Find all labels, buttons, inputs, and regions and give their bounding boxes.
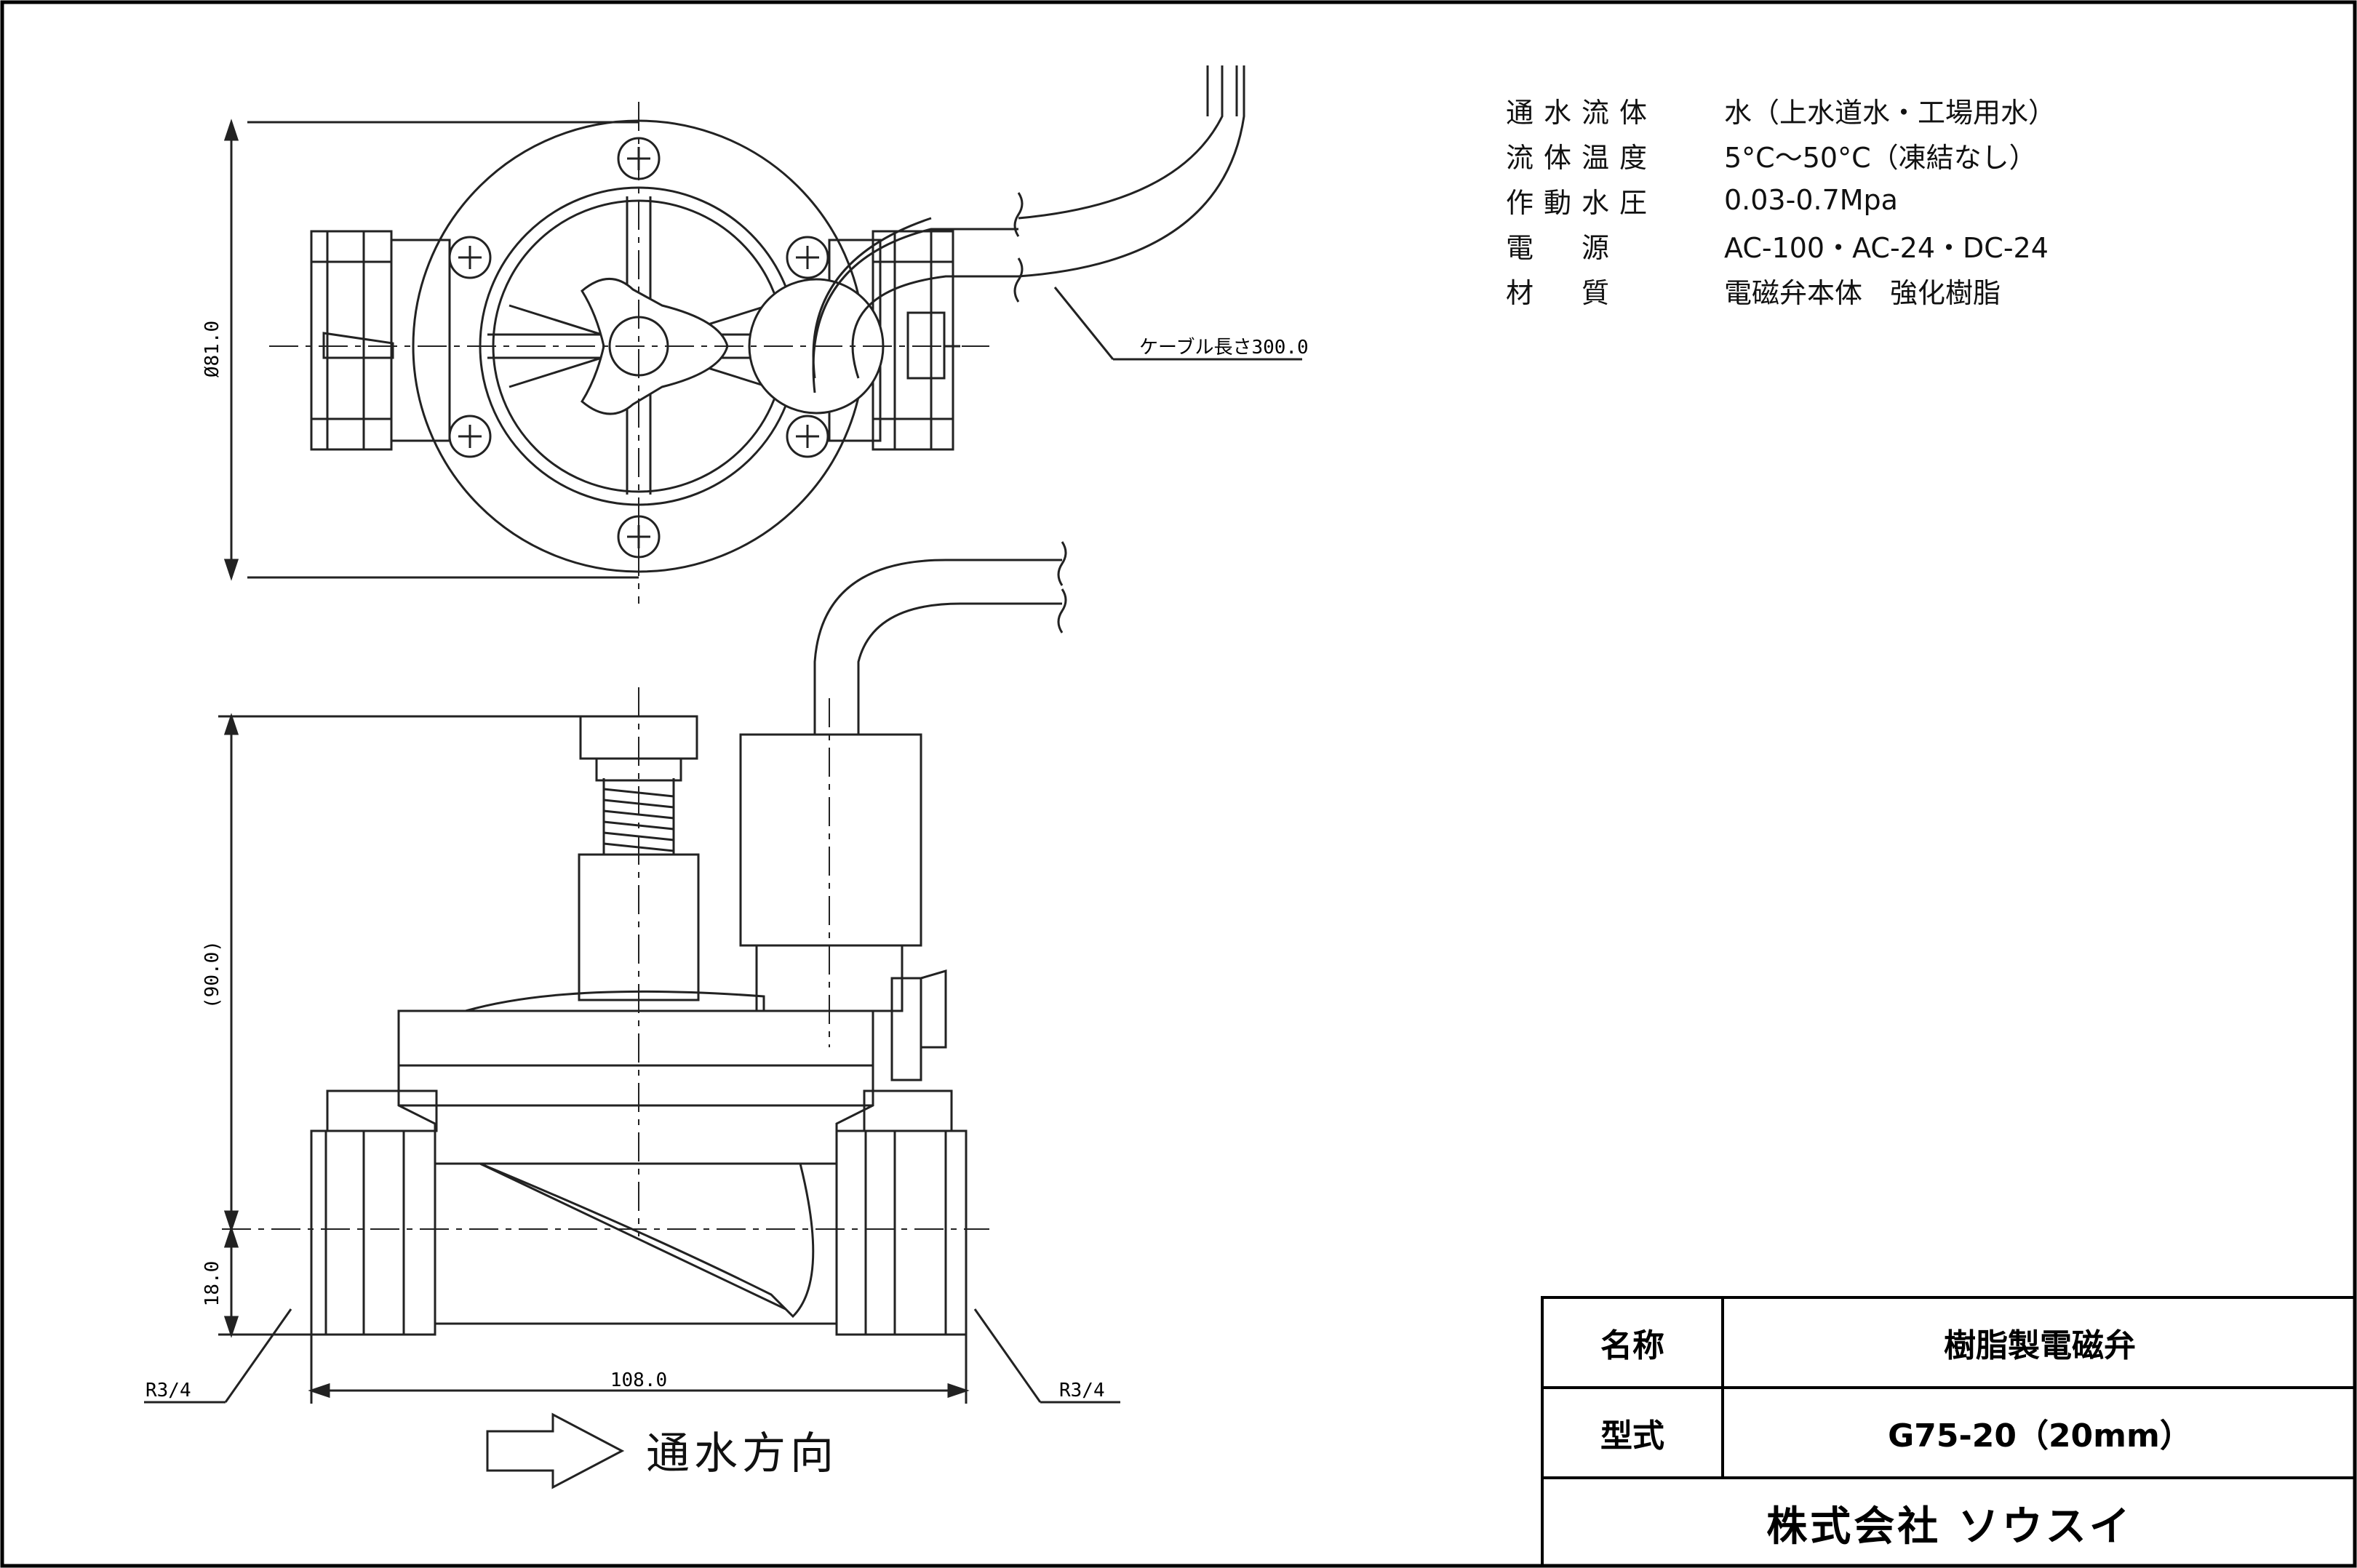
spec-row: 材 質 電磁弁本体 強化樹脂 bbox=[1506, 268, 2056, 313]
flow-arrow-icon bbox=[486, 1412, 625, 1489]
spec-value: 電磁弁本体 強化樹脂 bbox=[1724, 276, 2001, 309]
spec-row: 通水流体 水（上水道水・工場用水） bbox=[1506, 87, 2056, 132]
side-left-fitting bbox=[310, 1129, 436, 1336]
dim-diameter bbox=[223, 119, 639, 581]
dim-cable bbox=[1053, 287, 1302, 361]
cable-top-4 bbox=[1018, 65, 1245, 278]
spec-row: 流体温度 5°C〜50°C（凍結なし） bbox=[1506, 132, 2056, 177]
spec-row: 作動水圧 0.03-0.7Mpa bbox=[1506, 177, 2056, 223]
cable-top-2 bbox=[851, 275, 1018, 379]
spec-value: AC-100・AC-24・DC-24 bbox=[1724, 231, 2049, 264]
valve-body bbox=[434, 1162, 838, 1325]
spec-key: 通水流体 bbox=[1506, 96, 1658, 129]
name-label: 名称 bbox=[1544, 1299, 1724, 1386]
spec-table: 通水流体 水（上水道水・工場用水） 流体温度 5°C〜50°C（凍結なし） 作動… bbox=[1506, 87, 2056, 313]
title-block: 名称 樹脂製電磁弁 型式 G75-20（20mm） 株式会社 ソウスイ bbox=[1541, 1296, 2356, 1567]
name-value: 樹脂製電磁弁 bbox=[1944, 1327, 2136, 1364]
top-view-right-fitting bbox=[872, 230, 954, 451]
spec-key: 電 源 bbox=[1506, 231, 1620, 264]
company-name: 株式会社 ソウスイ bbox=[1766, 1503, 2133, 1551]
side-view bbox=[222, 541, 1067, 1336]
spec-value: 水（上水道水・工場用水） bbox=[1724, 96, 2057, 129]
dim-diameter-label: Ø81.0 bbox=[202, 321, 223, 377]
dim-height-label: (90.0) bbox=[202, 940, 223, 1009]
spec-value: 5°C〜50°C（凍結なし） bbox=[1724, 141, 2037, 174]
dim-length bbox=[144, 1308, 1120, 1404]
title-row-model: 型式 G75-20（20mm） bbox=[1544, 1389, 2356, 1479]
spec-row: 電 源 AC-100・AC-24・DC-24 bbox=[1506, 223, 2056, 268]
spec-key: 作動水圧 bbox=[1506, 186, 1658, 219]
model-label: 型式 bbox=[1544, 1389, 1724, 1476]
flow-direction-label: 通水方向 bbox=[646, 1428, 838, 1479]
title-row-name: 名称 樹脂製電磁弁 bbox=[1544, 1299, 2356, 1389]
spec-key: 材 質 bbox=[1506, 276, 1620, 309]
dim-center-label: 18.0 bbox=[202, 1261, 223, 1307]
dim-length-label: 108.0 bbox=[610, 1369, 667, 1391]
spec-value: 0.03-0.7Mpa bbox=[1724, 184, 1898, 216]
bonnet-plate bbox=[397, 1009, 874, 1067]
cable-top-3 bbox=[1018, 65, 1224, 220]
thread-left-label: R3/4 bbox=[145, 1380, 191, 1401]
top-view bbox=[269, 65, 1245, 604]
screw-icons bbox=[448, 137, 829, 559]
solenoid-coil bbox=[739, 733, 922, 947]
cable-side-1 bbox=[813, 559, 1062, 735]
dim-height bbox=[218, 713, 582, 1338]
model-value: G75-20（20mm） bbox=[1888, 1417, 2192, 1455]
thread-right-label: R3/4 bbox=[1059, 1380, 1105, 1401]
spec-key: 流体温度 bbox=[1506, 141, 1658, 174]
dim-cable-label: ケーブル長さ300.0 bbox=[1139, 337, 1309, 359]
